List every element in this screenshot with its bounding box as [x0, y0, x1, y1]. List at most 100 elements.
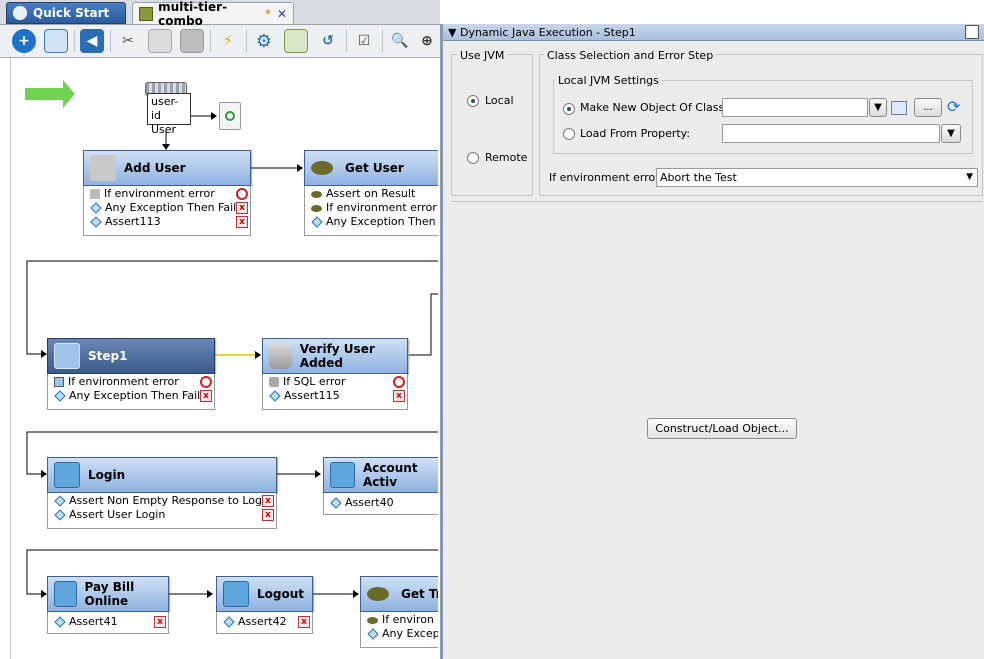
local-radio[interactable]	[467, 95, 479, 107]
tool-row[interactable]: Any Exception Then F	[311, 215, 438, 229]
collapse-icon[interactable]: ▼	[448, 26, 456, 39]
paste-icon[interactable]	[180, 29, 204, 53]
cut-icon[interactable]: ✂	[116, 29, 140, 53]
transfer-icon[interactable]	[284, 29, 308, 53]
tool-row[interactable]: If environment error	[90, 187, 215, 201]
node-header[interactable]: Get User	[304, 150, 438, 186]
stop-icon[interactable]	[393, 376, 405, 388]
back-icon[interactable]: ◀	[80, 29, 104, 53]
tool-row[interactable]: Any Exception Then Fail	[54, 389, 200, 403]
node-header[interactable]: Logout	[216, 576, 313, 612]
node-header[interactable]: Login	[47, 457, 277, 493]
fail-icon[interactable]: x	[200, 390, 212, 402]
refresh-icon[interactable]: ⟳	[947, 98, 965, 116]
add-icon[interactable]: +	[12, 29, 36, 53]
step-editor-panel: ▼ Dynamic Java Execution - Step1 Use JVM…	[440, 24, 984, 659]
test-case-icon	[139, 7, 153, 21]
fail-icon[interactable]: x	[393, 390, 405, 402]
delete-icon[interactable]	[44, 29, 68, 53]
tool-row[interactable]: Assert on Result	[311, 187, 415, 201]
assertion-icon	[54, 495, 65, 506]
load-from-property-label[interactable]: Load From Property:	[580, 127, 690, 140]
tool-row[interactable]: Any Excep	[367, 627, 438, 641]
node-header[interactable]: Verify User Added	[262, 338, 408, 374]
undock-icon[interactable]	[965, 25, 979, 39]
construct-load-object-button[interactable]: Construct/Load Object...	[647, 418, 797, 439]
toolbar: + ◀ ✂ ⚡ ⚙ ↺ ☑ 🔍 ⊕	[0, 25, 440, 58]
env-error-label: If environment error:	[549, 171, 663, 184]
tool-row[interactable]: Assert115	[269, 389, 340, 403]
fail-icon[interactable]: x	[262, 495, 274, 507]
node-header[interactable]: Step1	[47, 338, 215, 374]
node-title: Step1	[88, 349, 127, 363]
property-field[interactable]	[722, 124, 940, 143]
database-icon	[269, 377, 279, 387]
tab-bar: Quick Start multi-tier-combo * ✕	[0, 0, 440, 25]
assertion-icon	[330, 497, 341, 508]
make-new-object-label[interactable]: Make New Object Of Class:	[580, 101, 728, 114]
load-from-property-radio[interactable]	[563, 128, 575, 140]
run-icon[interactable]: ⚡	[216, 29, 240, 53]
quick-start-icon	[13, 6, 27, 20]
make-new-object-radio[interactable]	[563, 103, 575, 115]
tool-row[interactable]: Assert113	[90, 215, 161, 229]
java-bean-icon	[311, 191, 322, 198]
node-header[interactable]: Account Activ	[323, 457, 438, 493]
dynamic-java-icon	[54, 343, 80, 369]
tool-row[interactable]: Any Exception Then Fail	[90, 201, 236, 215]
tab-multi-tier-combo[interactable]: multi-tier-combo * ✕	[132, 2, 294, 24]
tool-row[interactable]: If environ	[367, 613, 434, 627]
test-flow-canvas[interactable]: user-id User Add User If environment err…	[10, 58, 438, 659]
assertion-icon	[90, 202, 101, 213]
fail-icon[interactable]: x	[236, 216, 248, 228]
tool-row[interactable]: If environment error	[311, 201, 437, 215]
node-header[interactable]: Get Tra	[360, 576, 438, 612]
fail-icon[interactable]: x	[236, 202, 248, 214]
tool-row[interactable]: Assert40	[330, 496, 394, 510]
tool-row[interactable]: If SQL error	[269, 375, 346, 389]
tool-row[interactable]: Assert41	[54, 615, 118, 629]
stop-icon[interactable]	[200, 376, 212, 388]
remote-label[interactable]: Remote	[485, 151, 527, 164]
local-label[interactable]: Local	[485, 94, 514, 107]
node-header[interactable]: Pay Bill Online	[47, 576, 169, 612]
refresh-icon[interactable]: ↺	[316, 29, 340, 53]
env-error-select[interactable]: Abort the Test ▼	[656, 168, 978, 187]
fail-icon[interactable]: x	[262, 509, 274, 521]
stop-icon[interactable]	[236, 188, 248, 200]
copy-icon[interactable]	[148, 29, 172, 53]
environment-icon	[54, 377, 64, 387]
data-source-name: User	[151, 123, 187, 137]
property-dropdown-button[interactable]: ▼	[941, 124, 961, 143]
tab-quick-start[interactable]: Quick Start	[6, 2, 126, 24]
checklist-icon[interactable]: ☑	[352, 29, 376, 53]
panel-title-bar[interactable]: ▼ Dynamic Java Execution - Step1	[443, 24, 984, 41]
web-request-icon	[54, 581, 77, 607]
tool-row[interactable]: Assert Non Empty Response to Login	[54, 494, 272, 508]
class-name-field[interactable]	[722, 98, 868, 117]
remote-radio[interactable]	[467, 152, 479, 164]
fail-icon[interactable]: x	[154, 616, 166, 628]
assertion-icon	[311, 216, 322, 227]
panel-title: Dynamic Java Execution - Step1	[460, 26, 636, 39]
data-source-node[interactable]: user-id User	[147, 93, 191, 125]
node-tools: If environ Any Excep	[360, 612, 438, 648]
zoom-plus-icon[interactable]: ⊕	[418, 29, 436, 53]
web-request-icon	[54, 462, 80, 488]
tool-row[interactable]: Assert User Login	[54, 508, 165, 522]
node-tools: Assert on Result If environment error An…	[304, 186, 438, 236]
tool-row[interactable]: Assert42	[223, 615, 287, 629]
class-dropdown-button[interactable]: ▼	[869, 98, 887, 117]
zoom-icon[interactable]: 🔍	[388, 29, 412, 53]
fail-icon[interactable]: x	[298, 616, 310, 628]
node-tools: If SQL error Assert115 x	[262, 374, 408, 410]
class-browser-icon[interactable]	[891, 101, 907, 115]
tool-row[interactable]: If environment error	[54, 375, 179, 389]
close-icon[interactable]: ✕	[277, 7, 287, 21]
node-header[interactable]: Add User	[83, 150, 251, 186]
output-file-icon[interactable]	[219, 102, 241, 130]
assertion-icon	[54, 509, 65, 520]
browse-button[interactable]: ...	[914, 98, 942, 117]
assertion-icon	[54, 616, 65, 627]
settings-icon[interactable]: ⚙	[252, 29, 276, 53]
